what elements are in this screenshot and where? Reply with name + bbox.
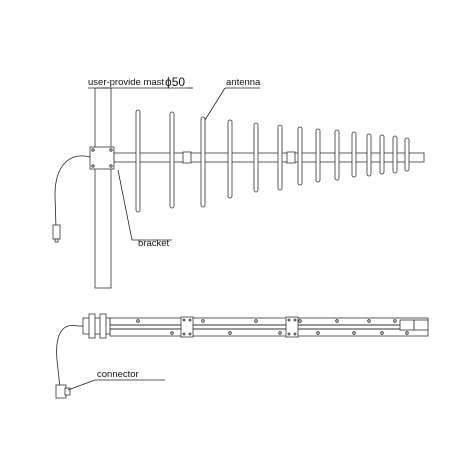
boom-hole [393,319,397,323]
dipole-element [366,133,372,177]
dipole-element [392,135,398,174]
side-view [55,313,429,399]
antenna-label: antenna [226,77,261,88]
connector-label: connector [97,369,139,380]
bracket-top [89,146,115,170]
boom-hole [170,331,174,335]
dipole-element [351,131,357,178]
boom-hole [254,319,258,323]
connector-top [52,224,61,240]
boom-top [113,151,425,164]
side-view-holes [136,319,409,335]
leader-lines-side [67,379,165,391]
mast-diameter-label: ϕ50 [165,75,185,89]
dipole-element [379,134,385,175]
boom-hole [352,331,356,335]
boom-hole [201,319,205,323]
dipole-element [277,124,283,191]
dipole-element [135,109,141,213]
dipole-element [297,126,303,186]
connector-side [55,384,67,399]
mast [94,87,112,289]
boom-hole [316,331,320,335]
boom-hole [405,331,409,335]
bracket-label: bracket [138,238,170,249]
leader-lines-top [88,87,260,241]
mast-label: user-provide mast [88,77,164,88]
dipole-element [404,137,410,172]
dipole-element [227,119,233,199]
boom-hole [136,319,140,323]
dipole-element [253,122,259,193]
antenna-elements [135,109,410,213]
boom-hole [367,319,371,323]
boom-hole [380,331,384,335]
cable-top [52,155,91,243]
boom-hole [298,319,302,323]
dipole-element [315,128,321,183]
dipole-element [200,116,206,208]
boom-hole [335,319,339,323]
boom-hole [278,331,282,335]
dipole-element [334,129,340,181]
dipole-element [169,111,175,209]
boom-hole [228,331,232,335]
